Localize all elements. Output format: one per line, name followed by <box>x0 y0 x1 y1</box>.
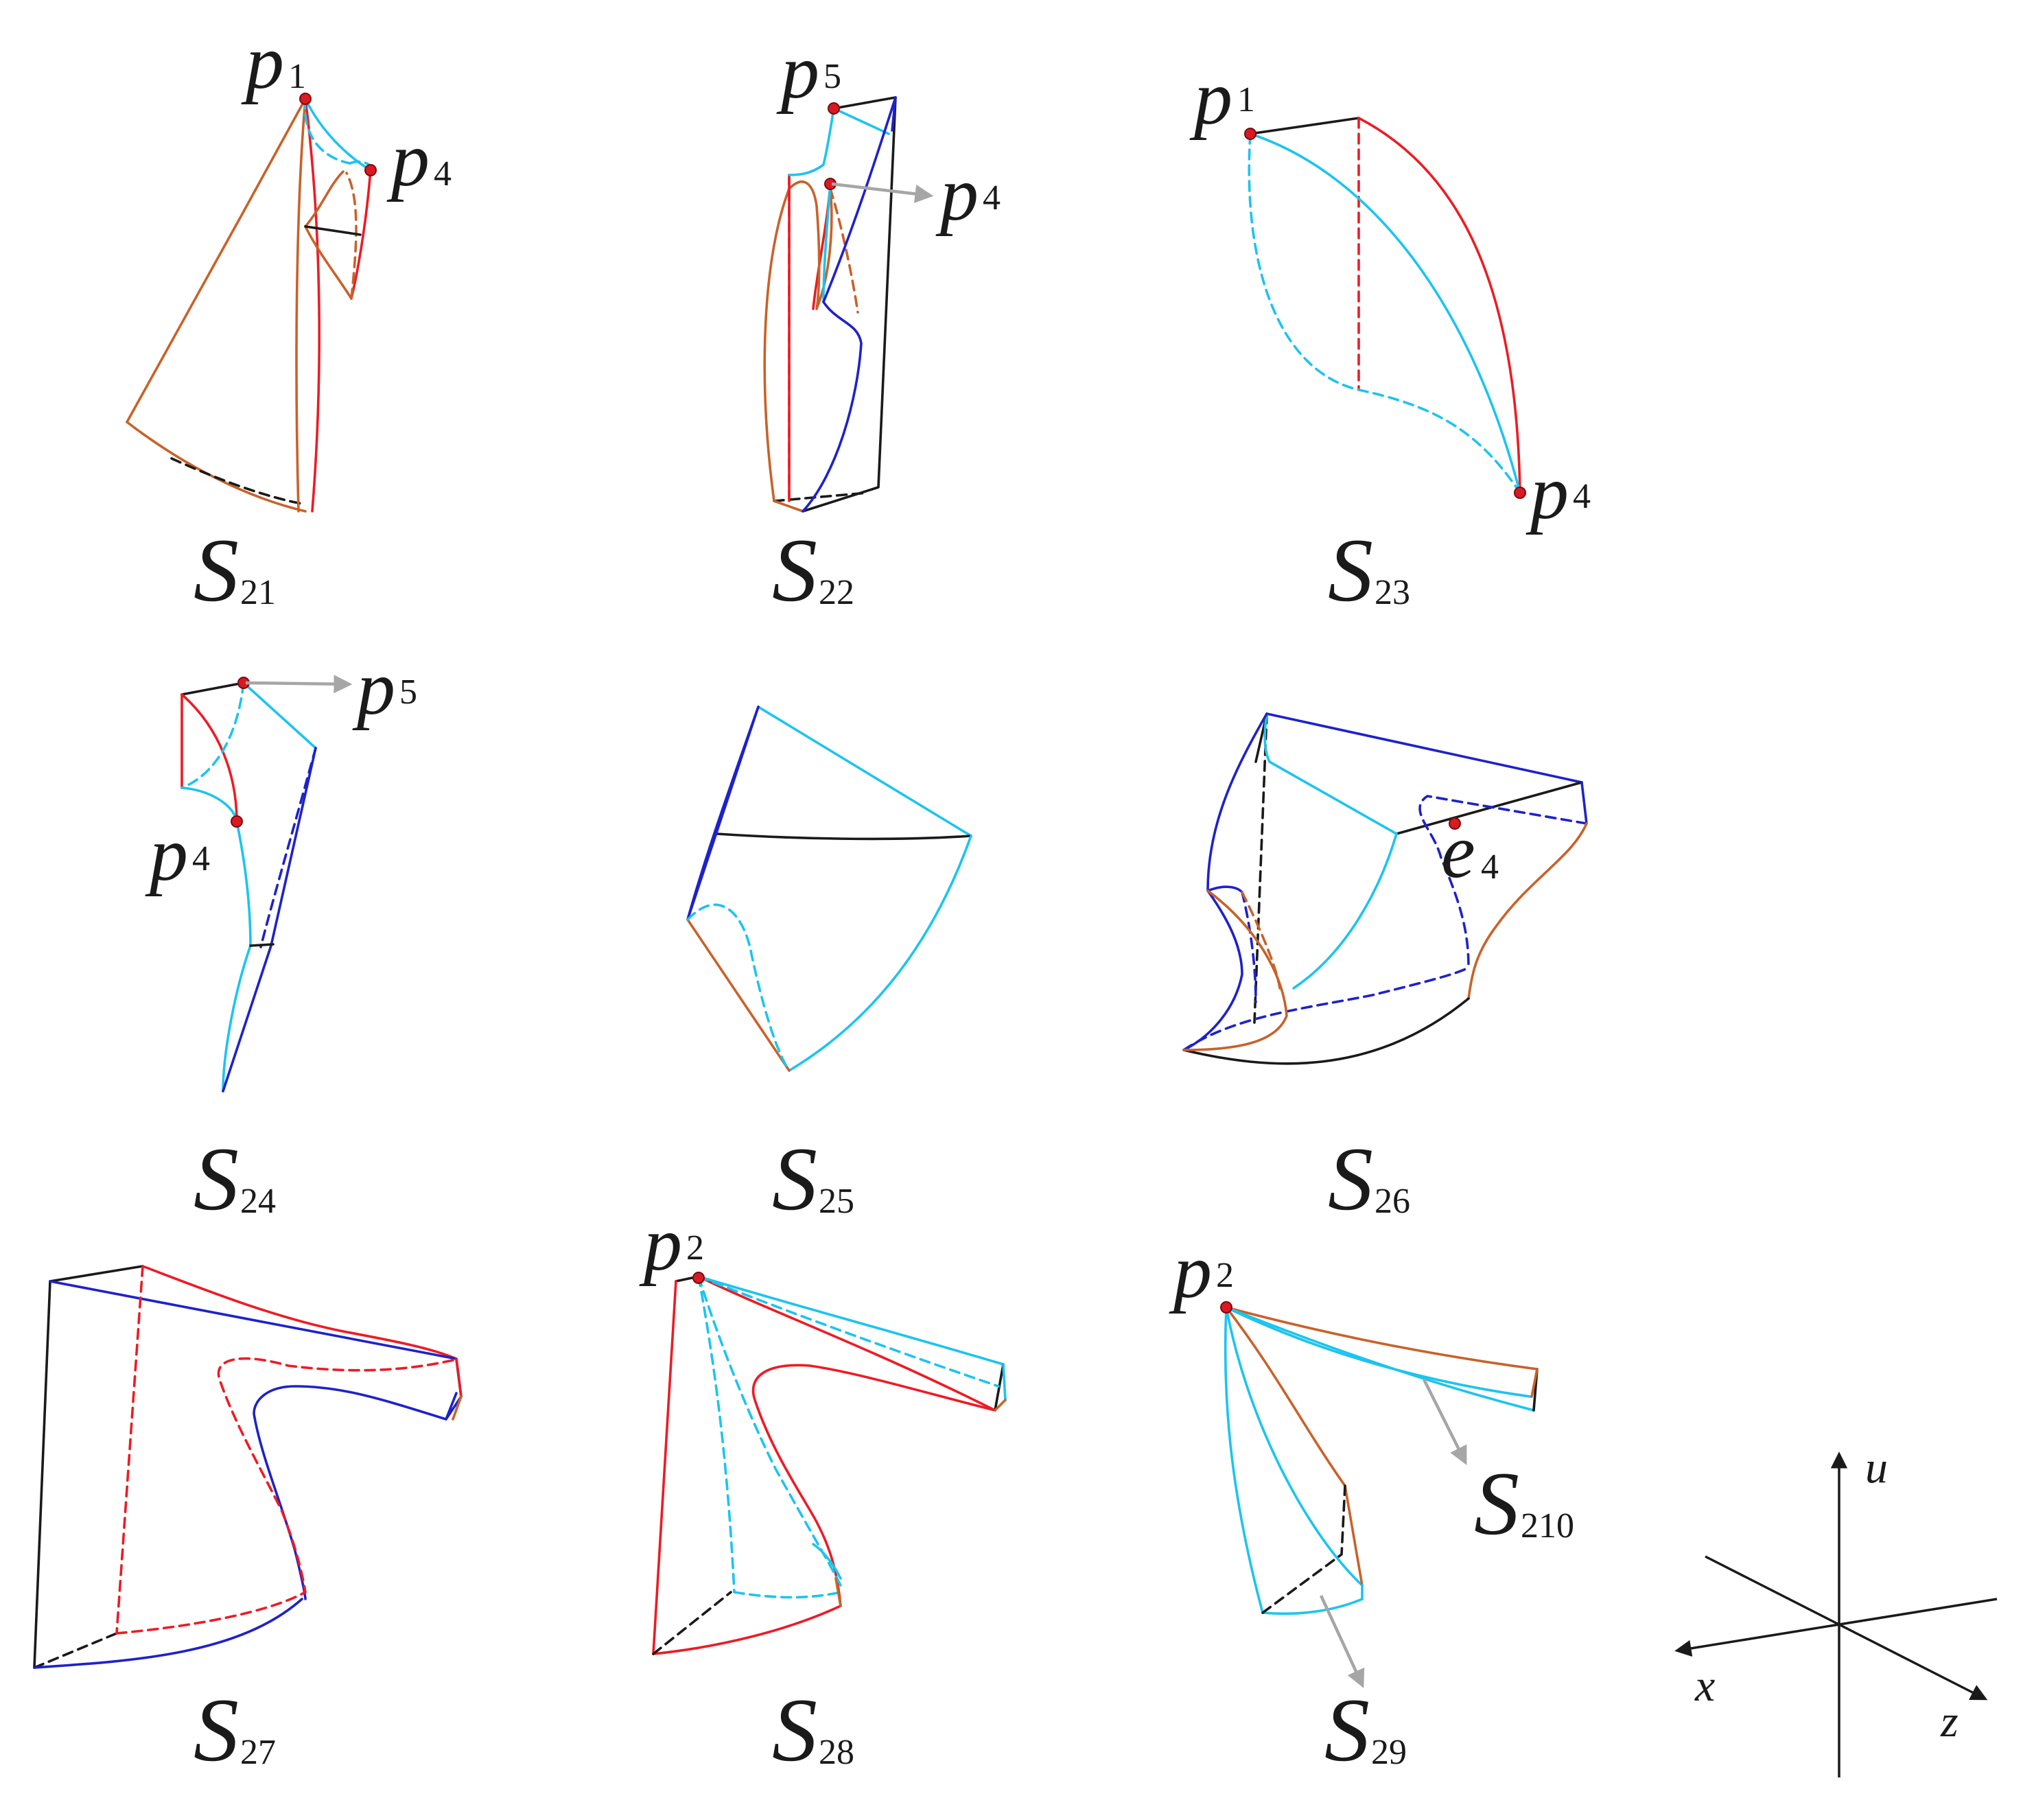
surface-label-s210: S <box>1474 1453 1519 1554</box>
point-sub-p2-s29: 2 <box>1216 1256 1234 1295</box>
point-label-p2-s29: p <box>1169 1229 1212 1314</box>
axis-label-u: u <box>1865 1443 1888 1493</box>
point-label-p5-s24: p <box>352 646 395 731</box>
surface-label-s29: S <box>1324 1679 1370 1780</box>
surface-sub-s22: 22 <box>819 573 854 612</box>
vertex-p4-s23 <box>1514 487 1526 499</box>
point-label-p4-s21: p <box>386 117 430 202</box>
vertex-p2-s29 <box>1220 1301 1232 1314</box>
surface-label-s28: S <box>772 1679 817 1780</box>
surface-sub-s24: 24 <box>240 1182 276 1221</box>
surface-sub-s26: 26 <box>1375 1182 1410 1221</box>
surface-s27 <box>33 1265 463 1669</box>
surface-s25 <box>686 705 972 1072</box>
point-sub-p4-s23: 4 <box>1573 477 1591 516</box>
surface-label-s24: S <box>194 1128 239 1229</box>
point-sub-e4-s26: 4 <box>1481 848 1499 887</box>
surface-s24: p 5 p 4 <box>145 646 417 1093</box>
point-label-p4-s24: p <box>145 812 188 897</box>
axis-label-z: z <box>1940 1696 1958 1747</box>
surface-sub-s27: 27 <box>240 1733 276 1772</box>
surface-s23: p 1 p 4 <box>1189 56 1591 535</box>
axis-z <box>1705 1555 1988 1701</box>
point-sub-p1-s23: 1 <box>1237 80 1255 119</box>
surface-sub-s29: 29 <box>1371 1733 1407 1772</box>
surface-label-s22: S <box>772 520 817 620</box>
point-sub-p1-s21: 1 <box>288 57 306 96</box>
vertex-e4-s26 <box>1449 817 1461 830</box>
vertex-p2-s28 <box>692 1272 705 1284</box>
surface-sub-s25: 25 <box>819 1182 854 1221</box>
coordinate-axes: u x z <box>1674 1443 1998 1777</box>
vertex-p4-s24 <box>231 815 243 828</box>
surface-label-s25: S <box>772 1128 817 1229</box>
surface-s26: e 4 <box>1182 712 1588 1065</box>
point-sub-p4-s21: 4 <box>434 154 452 194</box>
point-label-p1-s23: p <box>1189 56 1232 141</box>
surface-label-s23: S <box>1328 520 1373 620</box>
vertex-p1-s21 <box>299 93 312 105</box>
surface-sub-s21: 21 <box>240 573 276 612</box>
point-sub-p5-s22: 5 <box>823 57 841 96</box>
surface-label-s27: S <box>194 1679 239 1780</box>
surface-s22: p 5 p 4 <box>763 30 1001 513</box>
surface-s21: p 1 p 4 <box>126 20 452 513</box>
surface-label-s21: S <box>194 520 239 620</box>
vertex-p4-s21 <box>364 164 377 176</box>
point-label-p5-s22: p <box>776 30 819 115</box>
point-sub-p5-s24: 5 <box>399 673 417 712</box>
surface-labels: S 21 S 22 S 23 S 24 S 25 S 26 S 27 S 28 … <box>194 520 1574 1780</box>
surface-sub-s23: 23 <box>1375 573 1410 612</box>
surface-sub-s28: 28 <box>819 1733 854 1772</box>
surface-sub-s210: 210 <box>1521 1506 1574 1545</box>
point-sub-p2-s28: 2 <box>686 1228 704 1268</box>
surface-label-s26: S <box>1328 1128 1373 1229</box>
point-label-p2-s28: p <box>639 1202 682 1287</box>
point-label-e4-s26: e <box>1441 809 1475 894</box>
point-sub-p4-s22: 4 <box>983 178 1001 218</box>
vertex-p1-s23 <box>1244 128 1256 140</box>
point-label-p1-s21: p <box>241 20 284 105</box>
vertex-p5-s22 <box>828 102 840 115</box>
point-label-p4-s23: p <box>1525 450 1569 535</box>
point-label-p4-s22: p <box>935 152 979 237</box>
point-sub-p4-s24: 4 <box>192 839 210 878</box>
surface-s29-s210: p 2 <box>1169 1229 1539 1688</box>
axis-label-x: x <box>1694 1661 1715 1711</box>
surface-s28: p 2 <box>639 1202 1007 1655</box>
